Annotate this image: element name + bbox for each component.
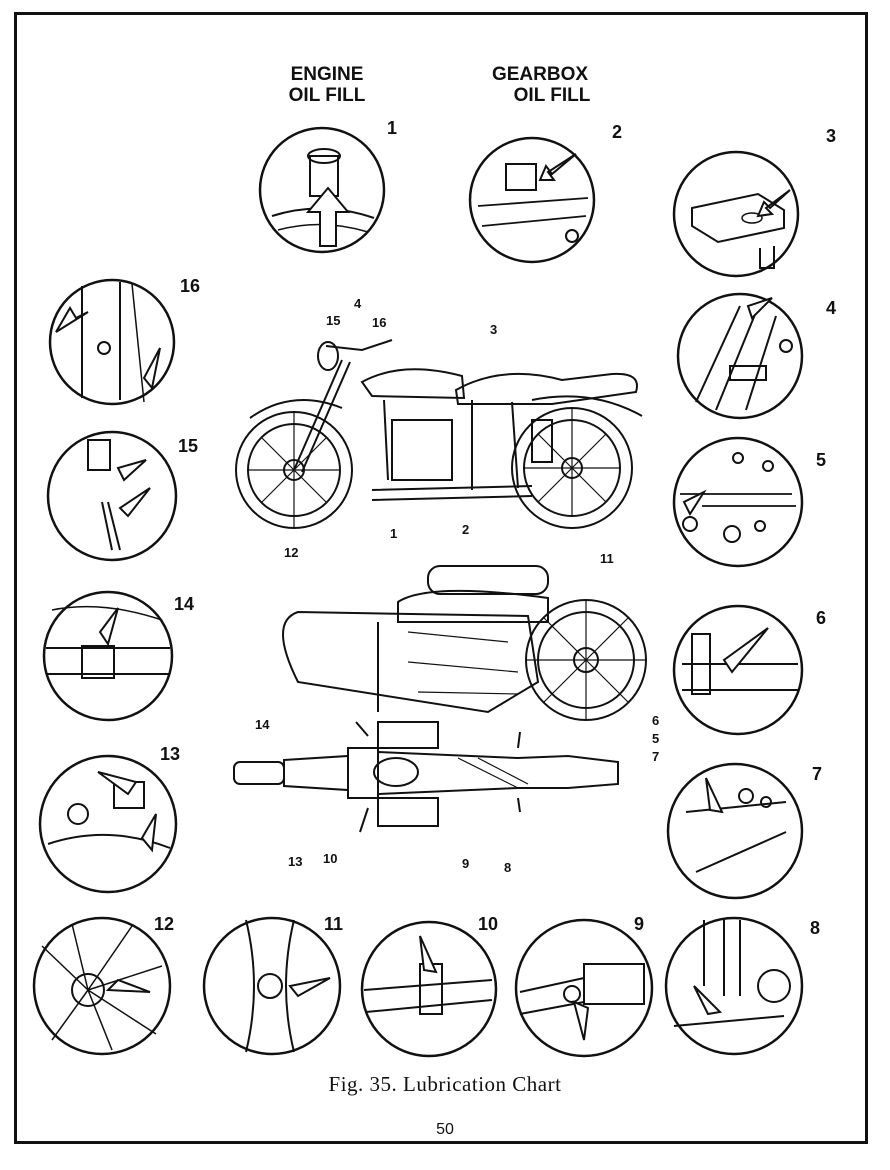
engine-heading-line1: ENGINE: [290, 64, 364, 85]
top-callout-5: 5: [652, 731, 660, 746]
side-callout-4: 4: [354, 296, 362, 311]
detail-12-front-wheel-hub: [32, 916, 172, 1056]
detail-16-fork-tube: [48, 278, 176, 406]
top-callout-13: 13: [288, 854, 303, 869]
page-number: 50: [436, 1121, 454, 1138]
side-callout-3: 3: [490, 322, 498, 337]
detail-13-shift-mechanism: [38, 754, 178, 894]
detail-number-14: 14: [174, 594, 195, 614]
detail-number-9: 9: [634, 914, 645, 934]
detail-number-16: 16: [180, 276, 201, 296]
side-callout-16: 16: [372, 315, 387, 330]
top-callout-8: 8: [504, 860, 512, 875]
side-callout-15: 15: [326, 313, 341, 328]
detail-10-cable-clamp: [360, 920, 498, 1058]
detail-number-6: 6: [816, 608, 827, 628]
side-callout-12: 12: [284, 545, 299, 560]
detail-1-engine-oil-filler: [258, 126, 386, 254]
side-callout-11: 11: [600, 551, 614, 566]
detail-5-gearbox-drain: [672, 436, 804, 568]
top-callout-7: 7: [652, 749, 660, 764]
gearbox-heading-line1: GEARBOX: [491, 64, 589, 85]
detail-number-2: 2: [612, 122, 623, 142]
detail-9-driveshaft-joint: [514, 918, 654, 1058]
detail-number-4: 4: [826, 298, 837, 318]
detail-number-10: 10: [478, 914, 499, 934]
detail-number-13: 13: [160, 744, 181, 764]
side-callout-1: 1: [390, 526, 398, 541]
motorcycle-side-view: [235, 339, 643, 529]
top-callout-10: 10: [323, 851, 338, 866]
top-callout-9: 9: [462, 856, 470, 871]
engine-heading-line2: OIL FILL: [288, 85, 366, 106]
detail-number-5: 5: [816, 450, 827, 470]
top-callout-14: 14: [255, 717, 270, 732]
detail-4-fork-bracket: [676, 292, 804, 420]
detail-number-15: 15: [178, 436, 199, 456]
detail-2-gearbox-oil-filler: [468, 136, 596, 264]
page-border: [14, 12, 868, 1144]
detail-number-12: 12: [154, 914, 175, 934]
top-callout-6: 6: [652, 713, 660, 728]
detail-7-brake-lever: [666, 762, 804, 900]
detail-11-rear-wheel-hub: [202, 916, 342, 1056]
detail-number-8: 8: [810, 918, 821, 938]
detail-number-7: 7: [812, 764, 823, 784]
detail-6-frame-tube: [672, 604, 804, 736]
detail-number-1: 1: [387, 118, 398, 138]
detail-3-air-filter: [672, 150, 800, 278]
gearbox-oil-fill-heading: GEARBOX OIL FILL: [470, 64, 610, 106]
detail-8-final-drive: [664, 916, 804, 1056]
engine-oil-fill-heading: ENGINE OIL FILL: [262, 64, 392, 106]
figure-caption: Fig. 35. Lubrication Chart: [328, 1072, 562, 1096]
detail-14-cable-joint: [42, 590, 174, 722]
side-callout-2: 2: [462, 522, 470, 537]
motorcycle-top-view: [233, 565, 647, 833]
detail-number-3: 3: [826, 126, 837, 146]
detail-15-speedometer-drive: [46, 430, 178, 562]
gearbox-heading-line2: OIL FILL: [513, 85, 591, 106]
detail-number-11: 11: [324, 914, 344, 934]
